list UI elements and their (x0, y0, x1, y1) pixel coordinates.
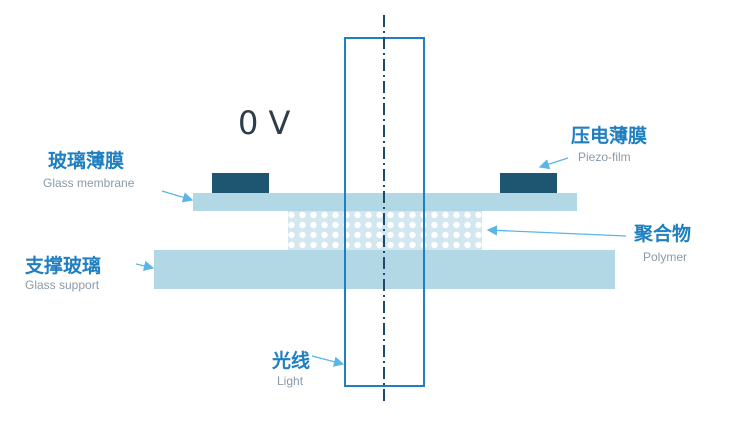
polymer-label-zh: 聚合物 (634, 224, 692, 245)
arrow-piezo-film (538, 157, 569, 170)
glass-support-label-zh: 支撑玻璃 (25, 256, 102, 277)
glass-support-label-en: Glass support (25, 278, 100, 292)
light-label-en: Light (277, 374, 304, 388)
piezo-film-label-en: Piezo-film (578, 150, 631, 164)
voltage-label: 0 V (238, 104, 291, 142)
piezo-electrode-right (500, 173, 557, 193)
arrow-glass-support (135, 260, 155, 271)
piezo-electrode-left (212, 173, 269, 193)
light-label-zh: 光线 (272, 351, 311, 372)
piezo-film-label-zh: 压电薄膜 (571, 126, 648, 147)
arrow-glass-membrane (161, 190, 194, 203)
glass-membrane-label-zh: 玻璃薄膜 (48, 151, 125, 172)
arrow-light (311, 355, 345, 367)
arrow-polymer (486, 225, 627, 237)
polymer-label-en: Polymer (643, 250, 688, 264)
glass-membrane-label-en: Glass membrane (43, 176, 135, 190)
